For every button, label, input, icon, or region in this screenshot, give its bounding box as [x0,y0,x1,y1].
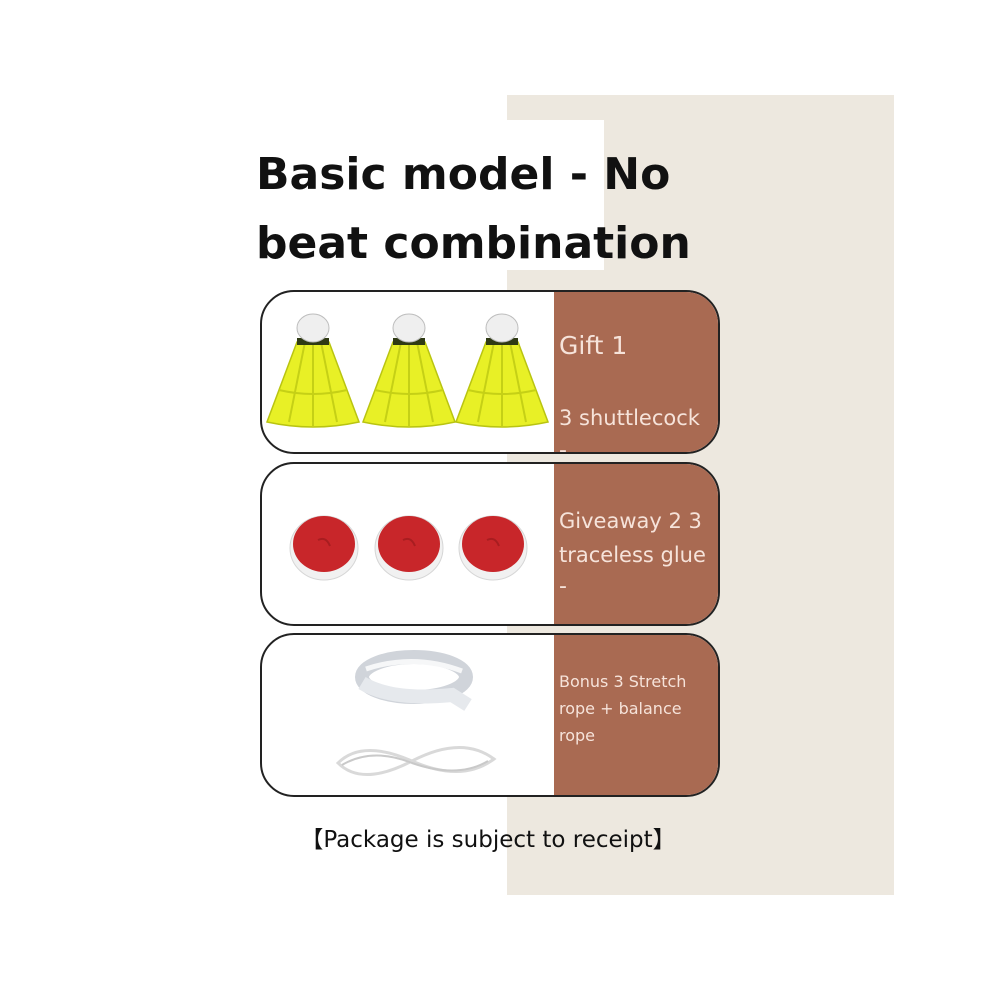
gift-dash: - [559,574,567,599]
gift-title: Giveaway 2 3 traceless glue [559,509,706,567]
package-note: 【Package is subject to receipt】 [300,827,676,853]
gift-label-panel: Giveaway 2 3 traceless glue - [554,464,718,624]
gift-card-3: Bonus 3 Stretch rope + balance rope [260,633,720,797]
shuttlecock-image [262,292,554,452]
gift-description: 3 shuttlecock [559,406,700,430]
gift-dash: - [559,438,567,454]
glue-dot-icon [374,515,444,581]
gift-title: Bonus 3 Stretch rope + balance rope [559,672,687,745]
stretch-rope-icon [355,650,473,711]
gift-card-2: Giveaway 2 3 traceless glue - [260,462,720,626]
glue-dot-icon [289,515,359,581]
shuttlecock-icon [266,313,360,428]
rope-image [262,635,554,795]
shuttlecock-icon [362,313,456,428]
title-backdrop [244,120,604,270]
glue-image [262,464,554,624]
gift-label-panel: Bonus 3 Stretch rope + balance rope [554,635,718,795]
gift-label-panel: Gift 1 3 shuttlecock - [554,292,718,452]
gift-card-1: Gift 1 3 shuttlecock - [260,290,720,454]
gift-title: Gift 1 [559,331,628,360]
shuttlecock-icon [455,313,549,428]
page-title: Basic model - No beat combination [256,149,691,269]
glue-dot-icon [458,515,528,581]
balance-rope-icon [335,746,497,776]
